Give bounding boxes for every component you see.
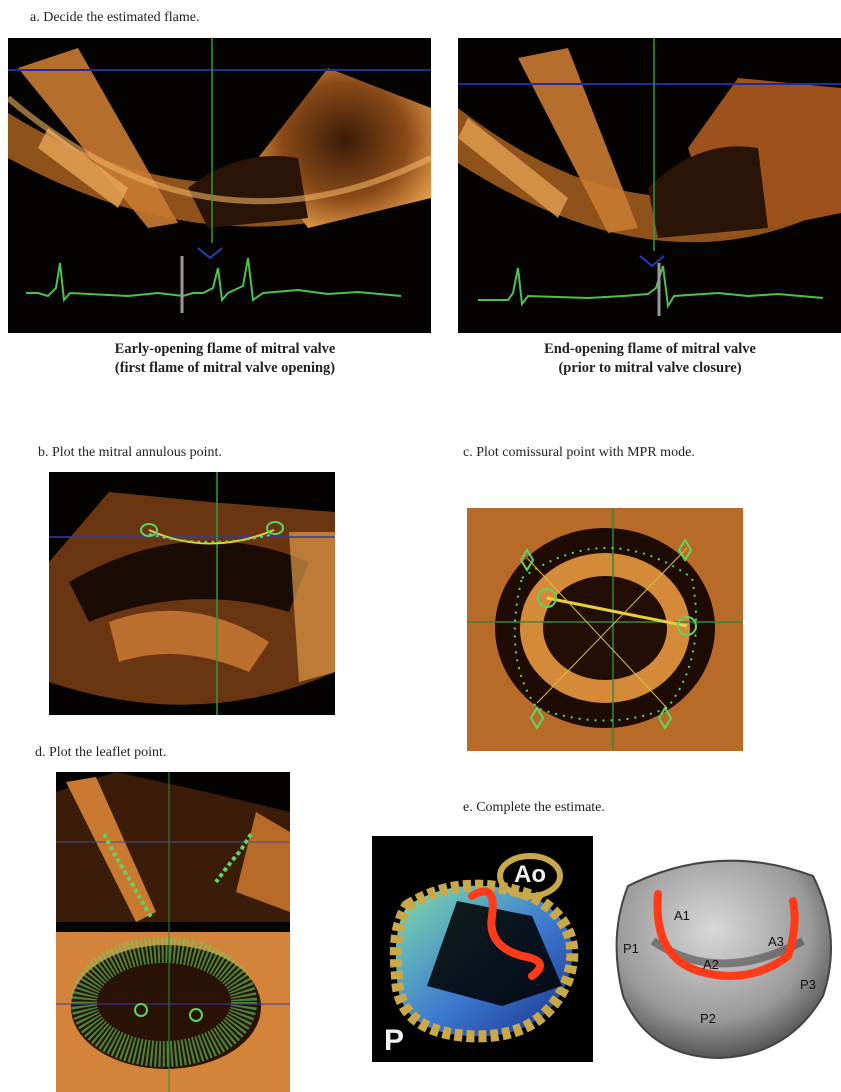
caption-a: a. Decide the estimated flame. bbox=[30, 10, 199, 26]
echo-image-end-opening bbox=[458, 38, 841, 333]
segment-a2-label: A2 bbox=[703, 957, 719, 972]
mitral-valve-3d-model: Ao P bbox=[372, 836, 593, 1062]
subtitle-early-opening: Early-opening flame of mitral valve (fir… bbox=[40, 340, 410, 378]
caption-e: e. Complete the estimate. bbox=[463, 800, 605, 816]
echo-image-leaflet-points bbox=[56, 772, 290, 1092]
mitral-valve-anatomy: A1 A2 A3 P1 P2 P3 bbox=[608, 846, 839, 1061]
segment-p1-label: P1 bbox=[623, 941, 639, 956]
subtitle-early-line2: (first flame of mitral valve opening) bbox=[40, 359, 410, 378]
aortic-label: Ao bbox=[514, 861, 546, 889]
echo-image-early-opening bbox=[8, 38, 431, 333]
posterior-label: P bbox=[384, 1024, 404, 1058]
subtitle-early-line1: Early-opening flame of mitral valve bbox=[40, 340, 410, 359]
caption-d: d. Plot the leaflet point. bbox=[35, 745, 166, 761]
echo-image-commissural-points bbox=[467, 508, 743, 751]
segment-p3-label: P3 bbox=[800, 977, 816, 992]
segment-p2-label: P2 bbox=[700, 1011, 716, 1026]
subtitle-end-line1: End-opening flame of mitral valve bbox=[470, 340, 830, 359]
segment-a1-label: A1 bbox=[674, 908, 690, 923]
subtitle-end-line2: (prior to mitral valve closure) bbox=[470, 359, 830, 378]
caption-c: c. Plot comissural point with MPR mode. bbox=[463, 445, 695, 461]
subtitle-end-opening: End-opening flame of mitral valve (prior… bbox=[470, 340, 830, 378]
echo-image-annulus-points bbox=[49, 472, 335, 715]
caption-b: b. Plot the mitral annulous point. bbox=[38, 445, 222, 461]
segment-a3-label: A3 bbox=[768, 934, 784, 949]
